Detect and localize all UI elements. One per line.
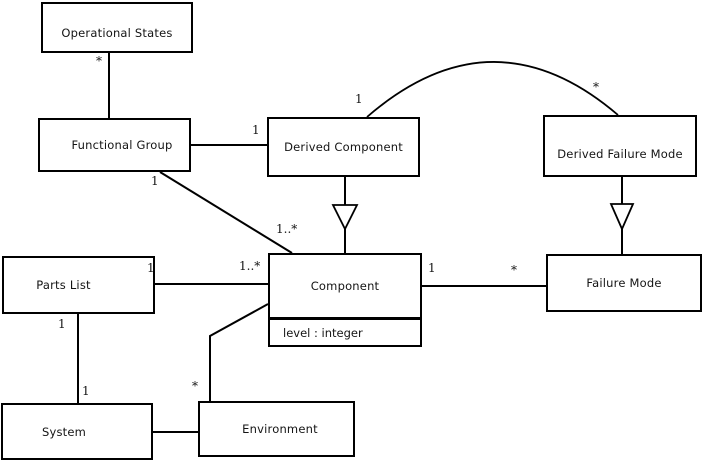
- multiplicity-derived-component-left: 1: [252, 123, 260, 137]
- class-failure-mode: Failure Mode: [546, 254, 702, 312]
- class-component: Component level : integer: [268, 253, 422, 347]
- edge-derived-component-derived-failure-mode-arc: [366, 61, 619, 118]
- class-system: System: [1, 403, 153, 460]
- class-environment: Environment: [198, 401, 355, 457]
- multiplicity-component-left: 1..*: [239, 259, 261, 273]
- class-name-environment: Environment: [242, 422, 318, 436]
- generalization-arrow-icon: [331, 204, 359, 232]
- class-name-derived-failure-mode: Derived Failure Mode: [557, 146, 683, 161]
- edge-component-environment: [209, 303, 269, 401]
- multiplicity-derived-component-arc: 1: [355, 92, 363, 106]
- class-parts-list: Parts List: [2, 256, 155, 314]
- multiplicity-component-right: 1: [428, 261, 436, 275]
- class-name-derived-component: Derived Component: [284, 140, 403, 154]
- multiplicity-derived-failure-mode-arc: *: [593, 80, 599, 94]
- multiplicity-failure-mode-left: *: [511, 263, 517, 277]
- class-name-component: Component: [310, 279, 380, 293]
- class-functional-group: Functional Group: [38, 118, 191, 172]
- class-name-system: System: [41, 424, 87, 439]
- generalization-arrow-icon: [609, 203, 635, 232]
- class-derived-failure-mode: Derived Failure Mode: [543, 115, 697, 177]
- class-attribute-level: level : integer: [270, 317, 420, 345]
- class-name-failure-mode: Failure Mode: [586, 276, 662, 290]
- class-name-parts-list: Parts List: [36, 278, 91, 292]
- class-name-operational-states: Operational States: [61, 25, 173, 40]
- multiplicity-parts-list-right: 1: [147, 261, 155, 275]
- class-operational-states: Operational States: [41, 2, 193, 53]
- multiplicity-functional-group-diagonal: 1: [151, 174, 159, 188]
- multiplicity-environment-top: *: [192, 379, 198, 393]
- multiplicity-parts-list-bottom: 1: [58, 317, 66, 331]
- multiplicity-operational-states: *: [96, 54, 102, 68]
- class-derived-component: Derived Component: [267, 117, 420, 177]
- multiplicity-system-top: 1: [82, 384, 90, 398]
- class-name-functional-group: Functional Group: [71, 138, 173, 152]
- multiplicity-component-diagonal: 1..*: [276, 222, 298, 236]
- edge-functional-group-component: [159, 171, 293, 254]
